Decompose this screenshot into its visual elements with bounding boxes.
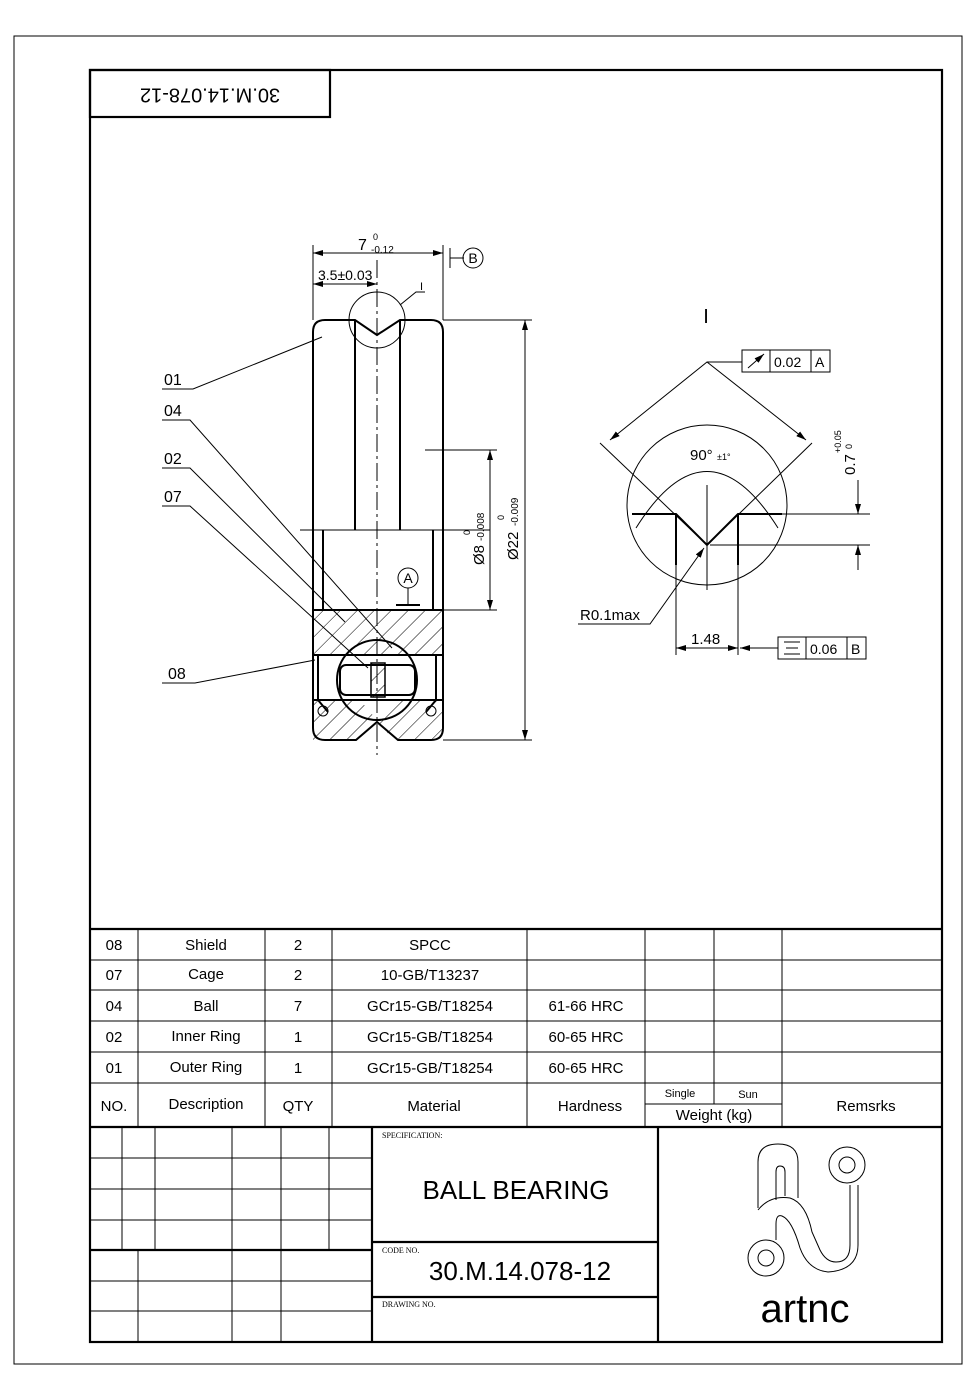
- bore-tol-upper: 0: [462, 530, 472, 535]
- callout-08: 08: [168, 666, 186, 683]
- cell-hardness: 60-65 HRC: [548, 1060, 623, 1077]
- callout-01: 01: [164, 372, 182, 389]
- callouts: 01 04 02 07 08: [162, 336, 393, 684]
- bearing-section-view: I 7 0 -0.12 B 3.5±0.03 Ø22 0 -0.009 Ø8 0…: [162, 232, 532, 755]
- table-row: 04 Ball 7 GCr15-GB/T18254 61-66 HRC: [106, 998, 624, 1015]
- groove-width-dim: 1.48: [691, 631, 720, 648]
- symmetry-value: 0.06: [810, 641, 837, 657]
- sheet-border: [13, 35, 963, 1365]
- od-tol-upper: 0: [496, 515, 506, 520]
- symmetry-fcf: 0.06 B: [777, 636, 867, 660]
- cell-description: Outer Ring: [170, 1059, 243, 1076]
- spec-value: BALL BEARING: [423, 1175, 610, 1205]
- cell-description: Cage: [188, 966, 224, 983]
- bore-dim: Ø8: [471, 545, 488, 565]
- rotated-title-box: 30.M.14.078-12: [88, 68, 332, 119]
- header-no: NO.: [101, 1098, 128, 1115]
- code-value: 30.M.14.078-12: [429, 1256, 611, 1286]
- datum-b: B: [468, 250, 477, 266]
- width-tol-upper: 0: [373, 232, 378, 242]
- callout-07: 07: [164, 489, 182, 506]
- runout-icon: [747, 353, 765, 369]
- parts-table: 08 Shield 2 SPCC 07 Cage 2 10-GB/T13237 …: [90, 927, 942, 1129]
- cell-description: Inner Ring: [171, 1028, 240, 1045]
- cell-hardness: 60-65 HRC: [548, 1029, 623, 1046]
- table-row: 02 Inner Ring 1 GCr15-GB/T18254 60-65 HR…: [106, 1028, 624, 1046]
- outer-ring-outline: [312, 319, 444, 741]
- datum-a: A: [403, 570, 413, 586]
- detail-marker: I: [420, 281, 423, 293]
- half-width-dim: 3.5±0.03: [318, 267, 373, 283]
- cell-no: 04: [106, 998, 123, 1015]
- bore-tol-lower: -0.008: [476, 512, 487, 541]
- rotated-code-text: 30.M.14.078-12: [140, 84, 280, 106]
- detail-view-i: I 90° ±1° 0.02 A 0.7 +0.05 0 R0.1max 1.4…: [578, 306, 870, 660]
- header-qty: QTY: [283, 1098, 314, 1115]
- header-hardness: Hardness: [558, 1098, 622, 1115]
- runout-value: 0.02: [774, 354, 801, 370]
- width-dim: 7: [358, 237, 367, 254]
- width-tol-lower: -0.12: [371, 245, 394, 256]
- angle-tol: ±1°: [717, 452, 731, 462]
- logo-text: artnc: [761, 1287, 850, 1331]
- header-weight: Weight (kg): [676, 1107, 752, 1124]
- symmetry-datum: B: [851, 641, 860, 657]
- header-sun: Sun: [738, 1089, 758, 1101]
- spec-label: SPECIFICATION:: [382, 1131, 442, 1140]
- code-label: CODE NO.: [382, 1246, 419, 1255]
- callout-04: 04: [164, 403, 182, 420]
- cell-material: GCr15-GB/T18254: [367, 1060, 493, 1077]
- cell-no: 02: [106, 1029, 123, 1046]
- cell-no: 01: [106, 1060, 123, 1077]
- header-description: Description: [168, 1096, 243, 1113]
- cell-material: 10-GB/T13237: [381, 967, 479, 984]
- cell-qty: 1: [294, 1060, 302, 1077]
- cell-material: GCr15-GB/T18254: [367, 998, 493, 1015]
- header-single: Single: [665, 1088, 696, 1100]
- drawing-frame: [88, 68, 944, 1344]
- cell-description: Shield: [185, 937, 227, 954]
- depth-tol-upper: +0.05: [833, 430, 843, 453]
- detail-circle: [348, 291, 406, 349]
- table-row: 08 Shield 2 SPCC: [106, 937, 451, 954]
- table-row: 07 Cage 2 10-GB/T13237: [106, 966, 480, 984]
- shield: [317, 655, 437, 713]
- od-dim: Ø22: [505, 532, 522, 560]
- angle-dim: 90°: [690, 447, 713, 464]
- radius-dim: R0.1max: [580, 607, 641, 624]
- runout-datum: A: [815, 354, 825, 370]
- od-tol-lower: -0.009: [510, 497, 521, 526]
- cell-qty: 2: [294, 937, 302, 954]
- cell-material: SPCC: [409, 937, 451, 954]
- header-remarks: Remsrks: [836, 1098, 895, 1115]
- cell-no: 07: [106, 967, 123, 984]
- table-row: 01 Outer Ring 1 GCr15-GB/T18254 60-65 HR…: [106, 1059, 624, 1077]
- symmetry-icon: [784, 641, 800, 655]
- depth-dim: 0.7: [842, 454, 859, 475]
- cell-qty: 1: [294, 1029, 302, 1046]
- cell-no: 08: [106, 937, 123, 954]
- header-material: Material: [407, 1098, 460, 1115]
- runout-fcf: 0.02 A: [741, 349, 831, 373]
- artnc-logo: artnc: [747, 1143, 866, 1331]
- callout-02: 02: [164, 451, 182, 468]
- depth-tol-lower: 0: [844, 444, 854, 449]
- cell-material: GCr15-GB/T18254: [367, 1029, 493, 1046]
- cell-qty: 2: [294, 967, 302, 984]
- title-block: SPECIFICATION: BALL BEARING CODE NO. 30.…: [90, 1127, 660, 1342]
- table-header: NO. Description QTY Material Hardness Si…: [101, 1088, 896, 1124]
- cell-description: Ball: [193, 998, 218, 1015]
- cell-hardness: 61-66 HRC: [548, 998, 623, 1015]
- drawing-label: DRAWING NO.: [382, 1300, 436, 1309]
- detail-view-label: I: [703, 306, 709, 328]
- cell-qty: 7: [294, 998, 302, 1015]
- datum-b-symbol: [462, 247, 484, 269]
